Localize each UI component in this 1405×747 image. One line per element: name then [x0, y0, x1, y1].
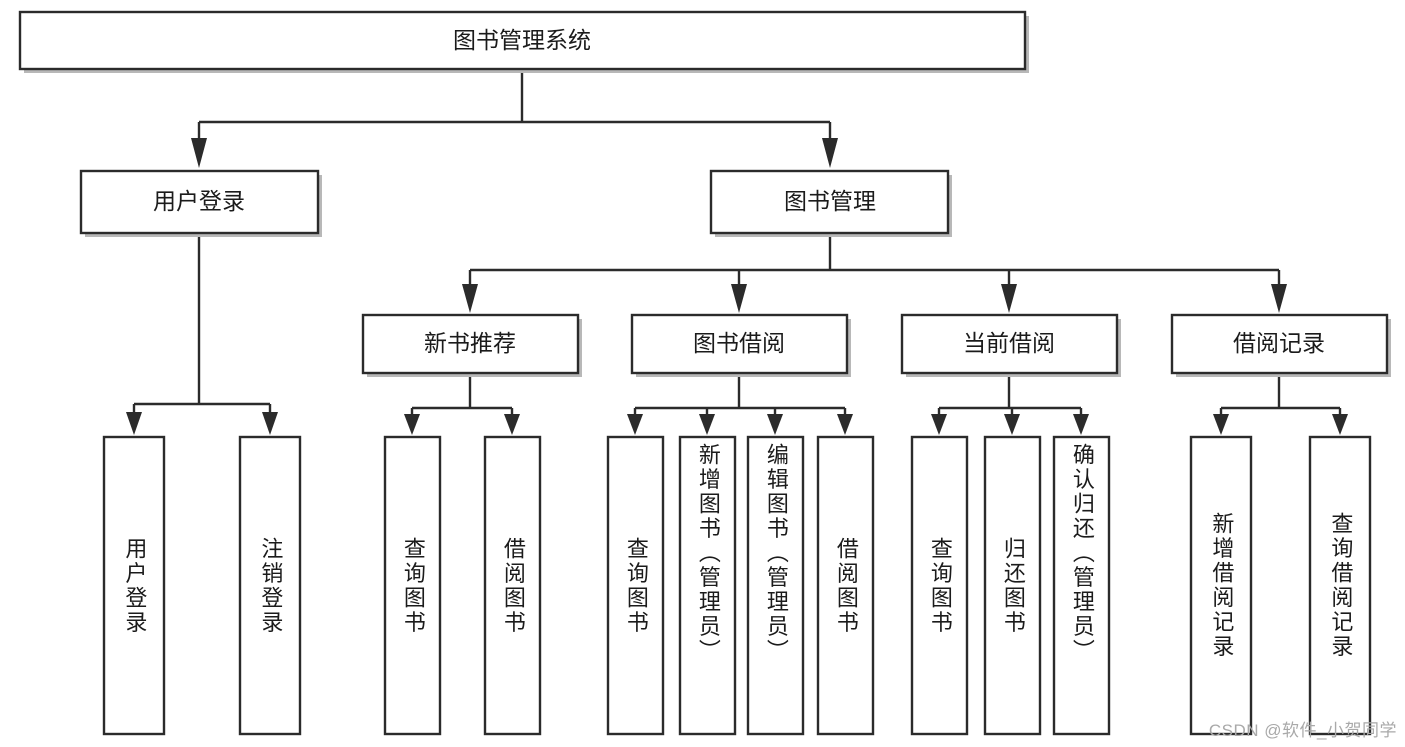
arrowhead-leaf-borrow-book-2 [837, 414, 853, 435]
connector-layer [126, 69, 1348, 435]
node-new-book-rec[interactable]: 新书推荐 [361, 313, 582, 377]
arrowhead-leaf-add-record [1213, 414, 1229, 435]
arrowhead-leaf-edit-book [767, 414, 783, 435]
arrowhead-leaf-query-book-1 [404, 414, 420, 435]
leaf-box-query-record[interactable] [1308, 435, 1372, 736]
node-book-manage[interactable]: 图书管理 [709, 169, 952, 237]
leaf-box-edit-book[interactable] [746, 435, 805, 736]
arrowhead-leaf-borrow-book-1 [504, 414, 520, 435]
leaf-box-confirm-return[interactable] [1052, 435, 1111, 736]
leaf-box-add-book[interactable] [678, 435, 737, 736]
node-book-manage-label: 图书管理 [784, 188, 876, 214]
leaf-box-query-book-3[interactable] [910, 435, 969, 736]
leaf-box-query-book-1[interactable] [383, 435, 442, 736]
arrowhead-book-borrow [731, 284, 747, 313]
node-current-borrow[interactable]: 当前借阅 [900, 313, 1121, 377]
csdn-watermark: CSDN @软件_小贺同学 [1208, 721, 1397, 740]
node-current-borrow-box[interactable] [900, 313, 1119, 375]
node-root-box[interactable] [18, 10, 1027, 71]
node-new-book-rec-label: 新书推荐 [424, 330, 516, 356]
node-root[interactable]: 图书管理系统 [18, 10, 1029, 73]
arrowhead-book-manage [822, 138, 838, 168]
node-current-borrow-label: 当前借阅 [963, 330, 1055, 356]
node-new-book-rec-box[interactable] [361, 313, 580, 375]
node-root-label: 图书管理系统 [453, 27, 591, 53]
arrowhead-leaf-query-record [1332, 414, 1348, 435]
arrowhead-leaf-add-book [699, 414, 715, 435]
leaf-box-layer [102, 435, 1372, 736]
arrowhead-new-book-rec [462, 284, 478, 313]
arrowhead-user-login [191, 138, 207, 168]
node-borrow-record[interactable]: 借阅记录 [1170, 313, 1391, 377]
arrowhead-leaf-query-book-2 [627, 414, 643, 435]
leaf-box-borrow-book-1[interactable] [483, 435, 542, 736]
leaf-box-query-book-2[interactable] [606, 435, 665, 736]
leaf-box-return-book[interactable] [983, 435, 1042, 736]
node-user-login-label: 用户登录 [153, 188, 245, 214]
leaf-box-user-login[interactable] [102, 435, 166, 736]
node-book-borrow-label: 图书借阅 [693, 330, 785, 356]
arrowhead-leaf-query-book-3 [931, 414, 947, 435]
node-book-borrow-box[interactable] [630, 313, 849, 375]
arrowhead-leaf-user-login [126, 412, 142, 435]
node-book-manage-box[interactable] [709, 169, 950, 235]
leaf-box-borrow-book-2[interactable] [816, 435, 875, 736]
arrowhead-leaf-return-book [1004, 414, 1020, 435]
node-borrow-record-label: 借阅记录 [1233, 330, 1325, 356]
leaf-box-logout[interactable] [238, 435, 302, 736]
arrowhead-leaf-confirm-return [1073, 414, 1089, 435]
node-book-borrow[interactable]: 图书借阅 [630, 313, 851, 377]
leaf-box-add-record[interactable] [1189, 435, 1253, 736]
node-user-login[interactable]: 用户登录 [79, 169, 322, 237]
arrowhead-current-borrow [1001, 284, 1017, 313]
arrowhead-borrow-record [1271, 284, 1287, 313]
node-user-login-box[interactable] [79, 169, 320, 235]
arrowhead-leaf-logout [262, 412, 278, 435]
node-borrow-record-box[interactable] [1170, 313, 1389, 375]
